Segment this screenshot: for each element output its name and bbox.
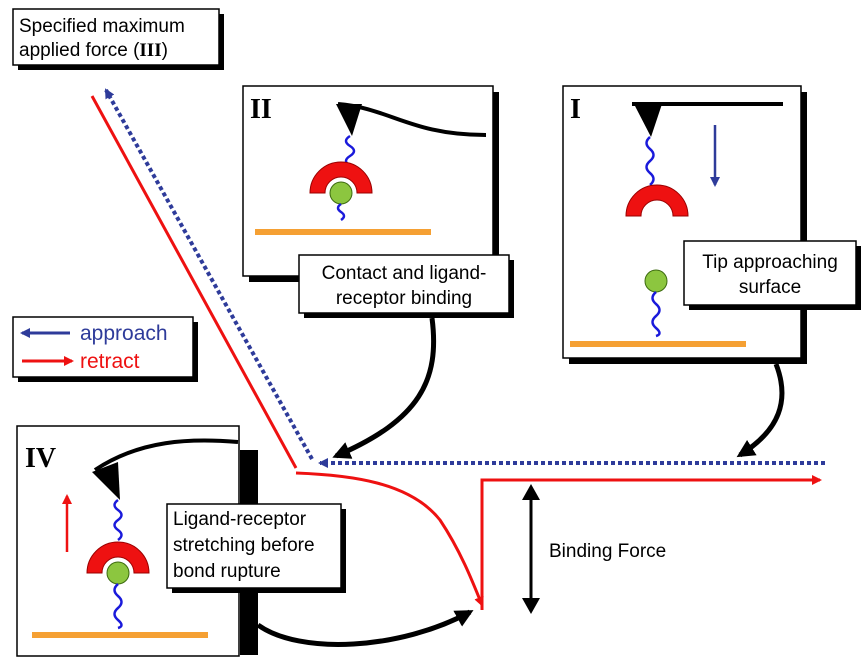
afm-tip — [634, 104, 662, 137]
legend: approach retract — [12, 316, 198, 382]
caption-IV-box: Ligand-receptor stretching before bond r… — [166, 503, 346, 593]
retract-curve — [90, 95, 822, 610]
approach-curve — [104, 88, 825, 468]
substrate — [32, 632, 208, 638]
linker — [645, 136, 655, 186]
linker-top — [113, 498, 123, 542]
caption-II-line1: Contact and ligand- — [322, 263, 487, 284]
afm-tip — [92, 462, 120, 500]
pointer-arrow-I — [736, 363, 785, 458]
caption-I-line1: Tip approaching — [702, 252, 838, 273]
max-force-label-line2: applied force (III) — [19, 40, 168, 61]
caption-II-box: Contact and ligand- receptor binding — [298, 254, 514, 318]
max-force-label-box: Specified maximum applied force (III) — [12, 8, 224, 70]
linker-bottom — [336, 202, 346, 222]
linker-bottom — [113, 583, 123, 630]
caption-IV-line2: stretching before — [173, 535, 315, 556]
panel-II: II — [242, 85, 499, 282]
legend-retract-label: retract — [80, 350, 140, 373]
ligand — [329, 181, 353, 205]
receptor — [309, 161, 373, 194]
afm-tip — [336, 104, 362, 136]
cantilever-bent-up — [93, 438, 239, 472]
receptor — [625, 184, 689, 217]
panel-II-numeral: II — [250, 94, 272, 125]
binding-force-indicator: Binding Force — [522, 484, 666, 614]
ligand — [644, 269, 668, 293]
caption-IV-line3: bond rupture — [173, 561, 281, 582]
legend-approach-label: approach — [80, 322, 168, 345]
pointer-arrow-II — [332, 317, 437, 459]
binding-force-label: Binding Force — [549, 541, 666, 562]
panel-I: I — [562, 85, 807, 364]
receptor — [86, 541, 150, 574]
substrate — [255, 229, 431, 235]
substrate — [570, 341, 746, 347]
panel-IV-numeral: IV — [25, 443, 56, 474]
panel-I-numeral: I — [570, 94, 581, 125]
max-force-label-line1: Specified maximum — [19, 16, 185, 37]
caption-I-line2: surface — [739, 277, 801, 298]
caption-II-line2: receptor binding — [336, 288, 472, 309]
caption-IV-line1: Ligand-receptor — [173, 509, 307, 530]
caption-I-box: Tip approaching surface — [683, 240, 861, 310]
pointer-arrow-IV — [256, 609, 474, 647]
linker-bottom — [651, 291, 661, 338]
ligand — [106, 561, 130, 585]
